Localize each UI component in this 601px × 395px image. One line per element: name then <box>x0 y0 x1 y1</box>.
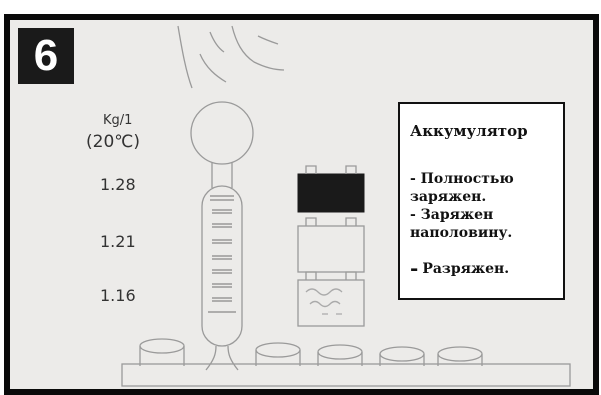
instruction-panel: 6 Kg/1 (20℃) 1.28 1.21 1.16 Аккумулятор … <box>4 14 599 395</box>
density-empty-label: 1.16 <box>100 286 136 305</box>
battery-cells-base <box>121 363 571 387</box>
hydrometer-illustration <box>121 25 571 387</box>
legend-half-line1: - Заряжен <box>410 207 494 223</box>
legend-full-line1: - Полностью <box>410 171 514 187</box>
legend-half-line2: наполовину. <box>410 225 513 241</box>
full-battery-icon <box>297 165 365 213</box>
density-half-label: 1.21 <box>100 232 136 251</box>
hydrometer-scale <box>208 195 236 313</box>
density-full-label: 1.28 <box>100 175 136 194</box>
battery-cell-caps <box>139 338 483 366</box>
half-battery-icon <box>297 217 365 273</box>
battery-status-legend: Аккумулятор - Полностью заряжен. - Заряж… <box>398 102 565 300</box>
hydrometer-tube <box>201 185 243 347</box>
legend-empty-text: Разряжен. <box>422 261 510 277</box>
legend-empty-dash: - <box>410 256 419 280</box>
hand-drawing <box>177 25 285 89</box>
temperature-label: (20℃) <box>86 132 140 152</box>
density-unit-label: Kg/1 <box>103 113 133 128</box>
legend-empty: -Разряжен. <box>410 256 553 280</box>
hydrometer-bulb <box>190 101 254 165</box>
empty-battery-icon <box>297 271 365 327</box>
legend-title: Аккумулятор <box>410 122 528 140</box>
legend-full-line2: заряжен. <box>410 189 487 205</box>
step-number-badge: 6 <box>18 28 74 84</box>
